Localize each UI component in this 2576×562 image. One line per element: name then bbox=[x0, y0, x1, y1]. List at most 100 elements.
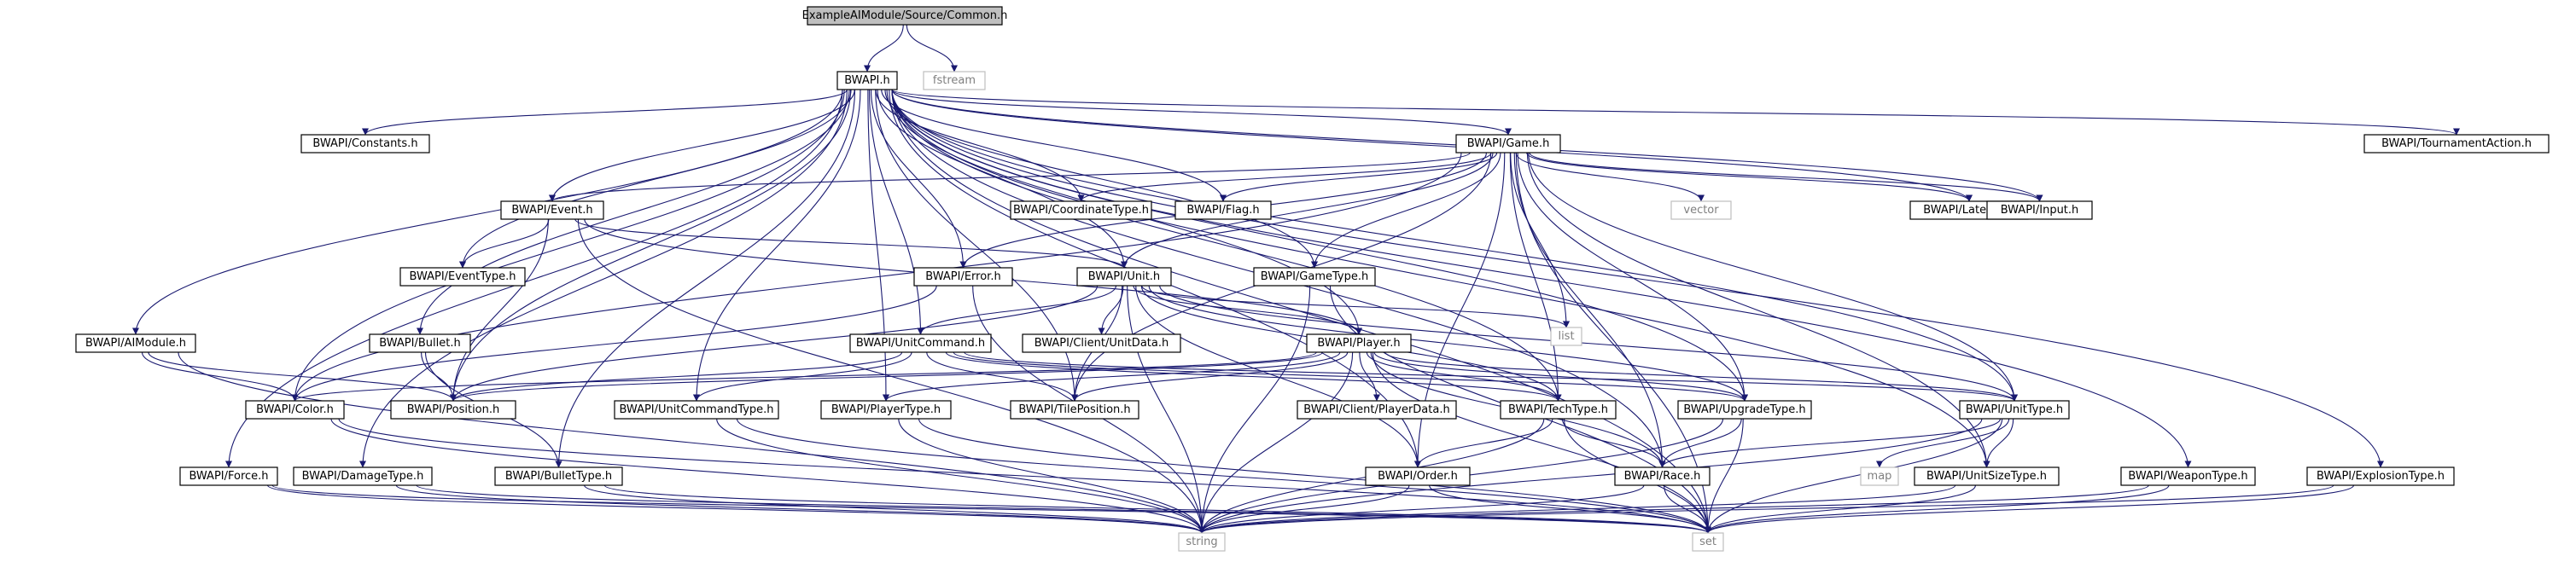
edge-game-to-race bbox=[1513, 152, 1666, 468]
node-bwapi[interactable]: BWAPI.h bbox=[836, 71, 898, 90]
node-explosiontype[interactable]: BWAPI/ExplosionType.h bbox=[2306, 466, 2455, 486]
edge-techtype-to-order bbox=[1414, 418, 1553, 468]
edge-bwapi-to-tileposition bbox=[875, 89, 1078, 402]
edge-bwapi-to-unittype bbox=[891, 89, 2018, 402]
node-error[interactable]: BWAPI/Error.h bbox=[913, 267, 1013, 287]
node-label: BWAPI/GameType.h bbox=[1261, 270, 1368, 283]
node-box bbox=[1365, 466, 1471, 486]
edge-unit-to-position bbox=[450, 285, 1099, 402]
edge-unit-to-unitcommand bbox=[917, 285, 1117, 335]
node-upgradetype[interactable]: BWAPI/UpgradeType.h bbox=[1677, 400, 1812, 420]
node-box bbox=[1550, 327, 1582, 346]
node-order[interactable]: BWAPI/Order.h bbox=[1365, 466, 1471, 486]
node-string: string bbox=[1178, 532, 1226, 552]
node-label: BWAPI/EventType.h bbox=[409, 270, 516, 283]
node-bullettype[interactable]: BWAPI/BulletType.h bbox=[494, 466, 623, 486]
node-constants[interactable]: BWAPI/Constants.h bbox=[300, 134, 430, 154]
node-label: BWAPI/Client/UnitData.h bbox=[1034, 337, 1169, 350]
node-label: list bbox=[1558, 330, 1574, 343]
node-eventtype[interactable]: BWAPI/EventType.h bbox=[399, 267, 526, 287]
node-tournament[interactable]: BWAPI/TournamentAction.h bbox=[2363, 134, 2550, 154]
edge-game-to-coordtype bbox=[1077, 152, 1492, 202]
node-set: set bbox=[1692, 532, 1724, 552]
node-label: BWAPI/Force.h bbox=[189, 470, 268, 483]
node-clientplayerdata[interactable]: BWAPI/Client/PlayerData.h bbox=[1297, 400, 1457, 420]
node-label: BWAPI/Unit.h bbox=[1088, 270, 1160, 283]
edge-unit-to-unittype bbox=[1159, 285, 2018, 402]
node-unit[interactable]: BWAPI/Unit.h bbox=[1076, 267, 1172, 287]
edge-force-to-set bbox=[271, 484, 1711, 534]
edge-player-to-set bbox=[1372, 351, 1711, 534]
edge-unitcommand-to-upgradetype bbox=[953, 351, 1748, 402]
node-box bbox=[1297, 400, 1457, 420]
node-box bbox=[1692, 532, 1724, 552]
node-game[interactable]: BWAPI/Game.h bbox=[1455, 134, 1561, 154]
node-damagetype[interactable]: BWAPI/DamageType.h bbox=[293, 466, 433, 486]
node-playertype[interactable]: BWAPI/PlayerType.h bbox=[820, 400, 952, 420]
node-coordtype[interactable]: BWAPI/CoordinateType.h bbox=[1010, 200, 1152, 220]
node-box bbox=[1076, 267, 1172, 287]
node-aimodule[interactable]: BWAPI/AIModule.h bbox=[75, 333, 196, 353]
node-race[interactable]: BWAPI/Race.h bbox=[1614, 466, 1711, 486]
node-techtype[interactable]: BWAPI/TechType.h bbox=[1500, 400, 1617, 420]
node-box bbox=[913, 267, 1013, 287]
node-color[interactable]: BWAPI/Color.h bbox=[245, 400, 345, 420]
edge-player-to-techtype bbox=[1366, 351, 1562, 402]
edge-unittype-to-set bbox=[1705, 418, 2003, 534]
node-label: ExampleAIModule/Source/Common.h bbox=[802, 9, 1008, 22]
edge-bwapi-to-error bbox=[870, 89, 967, 269]
edge-explosiontype-to-string bbox=[1198, 484, 2334, 534]
edge-game-to-techtype bbox=[1509, 152, 1562, 402]
edge-gametype-to-string bbox=[1198, 285, 1311, 534]
node-label: BWAPI/Client/PlayerData.h bbox=[1303, 403, 1449, 416]
edge-aimodule-to-string bbox=[178, 351, 1205, 534]
edge-unitcommand-to-techtype bbox=[945, 351, 1562, 402]
node-force[interactable]: BWAPI/Force.h bbox=[179, 466, 278, 486]
node-unitcommand[interactable]: BWAPI/UnitCommand.h bbox=[849, 333, 992, 353]
edge-techtype-to-race bbox=[1561, 418, 1666, 468]
node-label: string bbox=[1186, 536, 1217, 548]
edge-bwapi-to-coordtype bbox=[875, 89, 1085, 202]
node-label: BWAPI/AIModule.h bbox=[85, 337, 186, 350]
edge-bwapi-to-constants bbox=[362, 89, 848, 136]
edge-upgradetype-to-race bbox=[1658, 418, 1742, 468]
node-input[interactable]: BWAPI/Input.h bbox=[1986, 200, 2093, 220]
edge-upgradetype-to-set bbox=[1705, 418, 1744, 534]
node-unitcommandtype[interactable]: BWAPI/UnitCommandType.h bbox=[614, 400, 779, 420]
node-box bbox=[820, 400, 952, 420]
node-box bbox=[923, 71, 986, 90]
node-position[interactable]: BWAPI/Position.h bbox=[390, 400, 516, 420]
edge-unit-to-upgradetype bbox=[1148, 285, 1748, 402]
edge-game-to-input bbox=[1529, 152, 2043, 202]
node-bullet[interactable]: BWAPI/Bullet.h bbox=[369, 333, 471, 353]
node-weapontype[interactable]: BWAPI/WeaponType.h bbox=[2120, 466, 2256, 486]
edge-game-to-color bbox=[291, 152, 1462, 402]
node-box bbox=[2363, 134, 2550, 154]
edge-bwapi-to-unitsizetype bbox=[891, 89, 1990, 468]
node-label: BWAPI/Flag.h bbox=[1186, 204, 1259, 217]
edge-game-to-unit bbox=[1121, 152, 1494, 269]
node-label: BWAPI/Position.h bbox=[407, 403, 500, 416]
edge-bwapi-to-explosiontype bbox=[891, 89, 2384, 468]
edge-bullettype-to-string bbox=[584, 484, 1205, 534]
node-label: BWAPI/Bullet.h bbox=[379, 337, 460, 350]
edge-common-to-bwapi bbox=[864, 24, 904, 72]
node-box bbox=[1614, 466, 1711, 486]
node-event[interactable]: BWAPI/Event.h bbox=[500, 200, 604, 220]
node-player[interactable]: BWAPI/Player.h bbox=[1306, 333, 1412, 353]
edge-game-to-event bbox=[549, 152, 1471, 202]
node-unitsizetype[interactable]: BWAPI/UnitSizeType.h bbox=[1914, 466, 2060, 486]
node-box bbox=[494, 466, 623, 486]
node-flag[interactable]: BWAPI/Flag.h bbox=[1174, 200, 1272, 220]
node-unittype[interactable]: BWAPI/UnitType.h bbox=[1959, 400, 2070, 420]
edge-bwapi-to-eventtype bbox=[459, 89, 852, 269]
edge-bwapi-to-force bbox=[225, 89, 843, 468]
node-vector: vector bbox=[1670, 200, 1732, 220]
node-clientunitdata[interactable]: BWAPI/Client/UnitData.h bbox=[1022, 333, 1181, 353]
edge-unitsizetype-to-string bbox=[1198, 484, 1956, 534]
node-box bbox=[399, 267, 526, 287]
edge-bwapi-to-latency bbox=[891, 89, 1973, 202]
edge-bwapi-to-unit bbox=[877, 89, 1128, 269]
node-gametype[interactable]: BWAPI/GameType.h bbox=[1253, 267, 1376, 287]
node-tileposition[interactable]: BWAPI/TilePosition.h bbox=[1010, 400, 1139, 420]
